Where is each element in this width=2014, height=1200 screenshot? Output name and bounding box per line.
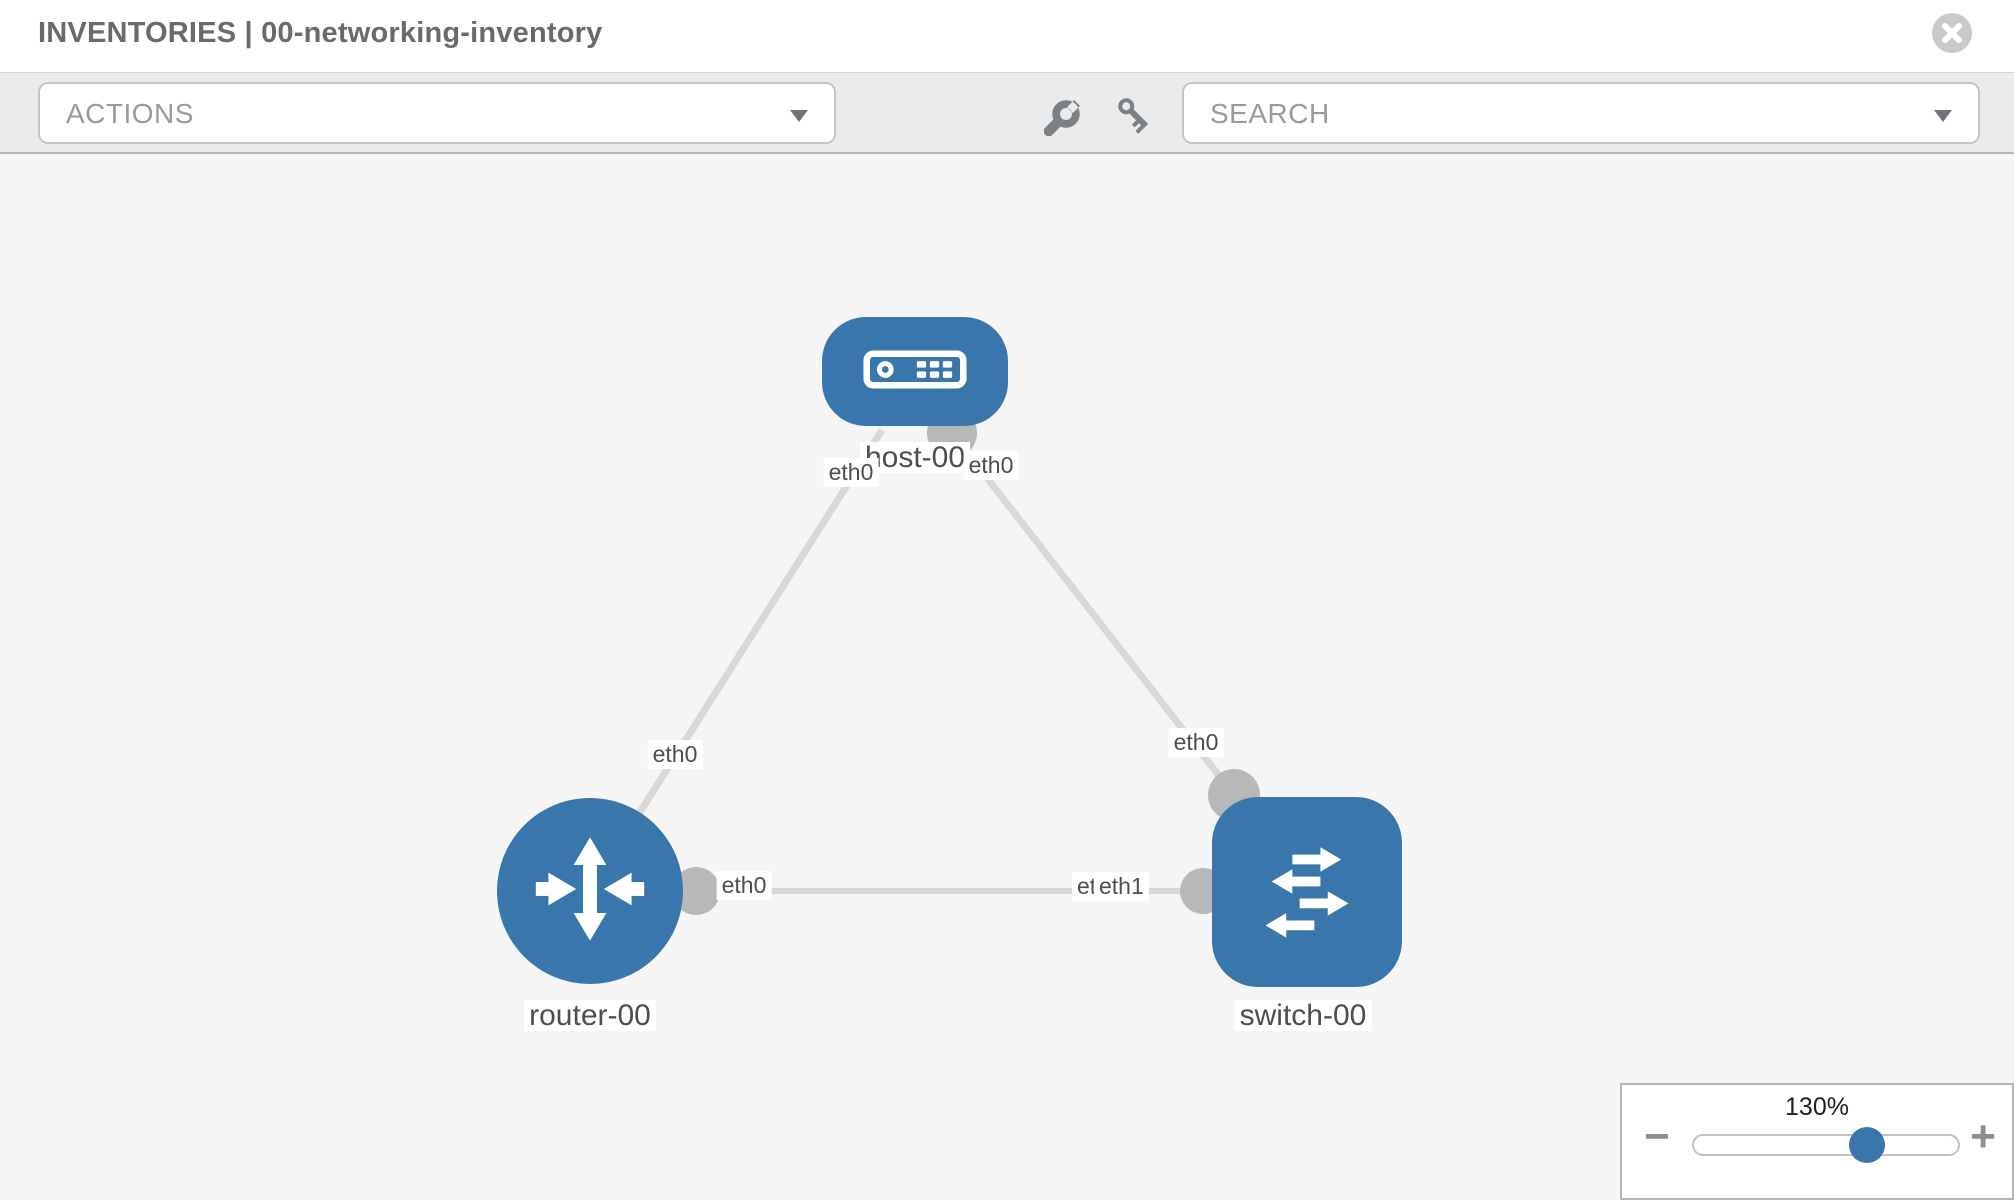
actions-dropdown-label: ACTIONS xyxy=(66,98,194,129)
host-icon xyxy=(863,349,967,395)
interface-label-host-eth0-left: eth0 xyxy=(823,458,879,487)
zoom-slider-thumb[interactable] xyxy=(1849,1127,1885,1163)
interface-label-switch-eth1: eth1 xyxy=(1094,872,1149,901)
zoom-level-value: 130% xyxy=(1785,1093,1849,1121)
node-host-00[interactable] xyxy=(822,317,1008,426)
toolbar: ACTIONS SEARCH xyxy=(0,72,2014,154)
credentials-button[interactable] xyxy=(1112,92,1156,136)
node-router-00[interactable] xyxy=(497,798,683,984)
interface-label-router-eth0-port: eth0 xyxy=(716,871,772,900)
zoom-panel: 130% − + xyxy=(1620,1083,2014,1200)
chevron-down-icon xyxy=(790,110,808,122)
zoom-out-button[interactable]: − xyxy=(1644,1112,1670,1161)
tools-button[interactable] xyxy=(1043,92,1088,137)
zoom-in-button[interactable]: + xyxy=(1970,1112,1996,1161)
interface-label-host-eth0-right: eth0 xyxy=(963,451,1019,480)
search-dropdown[interactable]: SEARCH xyxy=(1182,82,1980,144)
router-icon xyxy=(527,826,653,957)
page-title: INVENTORIES | 00-networking-inventory xyxy=(38,17,603,49)
chevron-down-icon xyxy=(1934,110,1952,122)
key-icon xyxy=(1112,98,1156,140)
zoom-slider-track[interactable] xyxy=(1692,1127,1960,1163)
node-label-router: router-00 xyxy=(524,1000,656,1031)
node-label-switch: switch-00 xyxy=(1234,1000,1372,1031)
topology-canvas[interactable]: host-00 router-00 switch-00 eth0 eth0 et… xyxy=(0,154,2014,1200)
interface-label-router-eth0-link: eth0 xyxy=(647,740,703,769)
actions-dropdown[interactable]: ACTIONS xyxy=(38,82,836,144)
switch-icon xyxy=(1246,829,1368,956)
wrench-icon xyxy=(1043,100,1088,140)
interface-label-switch-eth0: eth0 xyxy=(1168,728,1224,757)
close-button[interactable] xyxy=(1932,13,1972,53)
search-input[interactable]: SEARCH xyxy=(1210,98,1330,129)
page-header: INVENTORIES | 00-networking-inventory xyxy=(0,0,2014,72)
port-router-eth0[interactable] xyxy=(672,867,720,915)
node-switch-00[interactable] xyxy=(1212,797,1402,987)
